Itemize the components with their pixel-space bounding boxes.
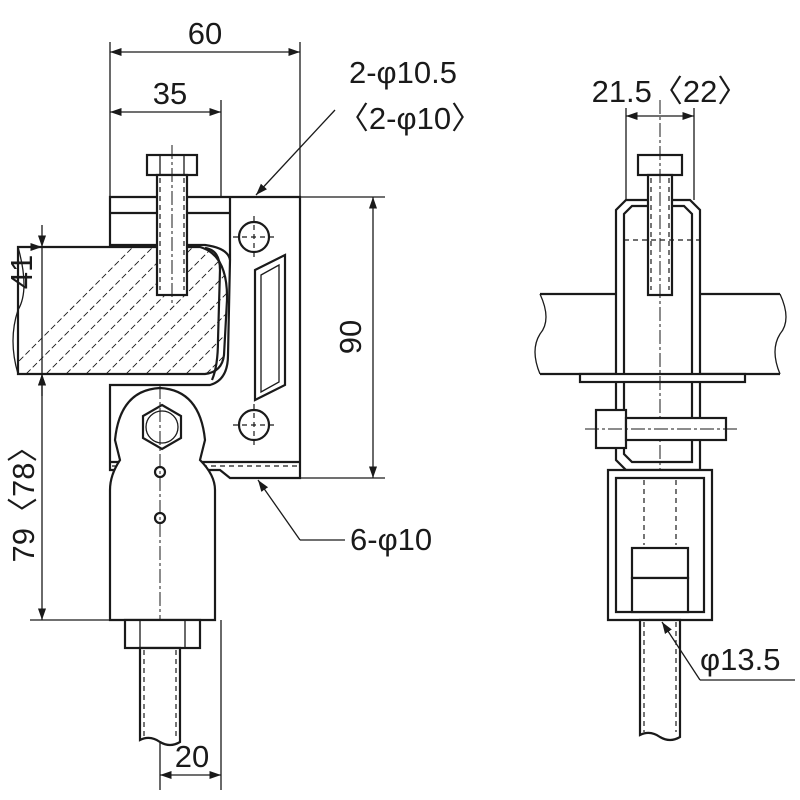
side-bracket	[578, 100, 747, 520]
dimension-rod-20: 20	[159, 620, 222, 790]
label-top-holes: 2-φ10.5	[349, 55, 457, 90]
dimension-width-60: 60	[109, 16, 301, 197]
callout-top-holes: 2-φ10.5 〈2-φ10〉	[255, 55, 482, 196]
dimension-flange-41: 41	[4, 225, 47, 396]
dimension-side-width: 21.5〈22〉	[592, 74, 749, 200]
label-width-60: 60	[188, 16, 222, 51]
label-height-90: 90	[333, 320, 368, 354]
side-view: 21.5〈22〉 φ13.5	[534, 74, 795, 742]
label-bottom-holes: 6-φ10	[350, 522, 432, 557]
label-height-79: 79〈78〉	[6, 432, 41, 563]
callout-bottom-holes: 6-φ10	[257, 479, 432, 557]
dimension-height-79: 79〈78〉	[6, 374, 110, 621]
front-view: 60 35 2-φ10.5 〈2-φ10〉 41 90	[4, 16, 482, 790]
dimension-width-35: 35	[110, 76, 222, 197]
label-side-width: 21.5〈22〉	[592, 74, 749, 109]
dimension-height-90: 90	[300, 196, 385, 479]
top-bolt	[145, 145, 199, 305]
callout-rod-diameter: φ13.5	[661, 621, 795, 681]
label-width-35: 35	[153, 76, 187, 111]
side-hanger	[606, 468, 714, 742]
label-flange-41: 41	[4, 255, 39, 289]
label-top-holes-alt: 〈2-φ10〉	[338, 101, 482, 136]
label-rod-diameter: φ13.5	[700, 642, 780, 677]
label-rod-20: 20	[175, 739, 209, 774]
hanger-body	[108, 385, 217, 747]
